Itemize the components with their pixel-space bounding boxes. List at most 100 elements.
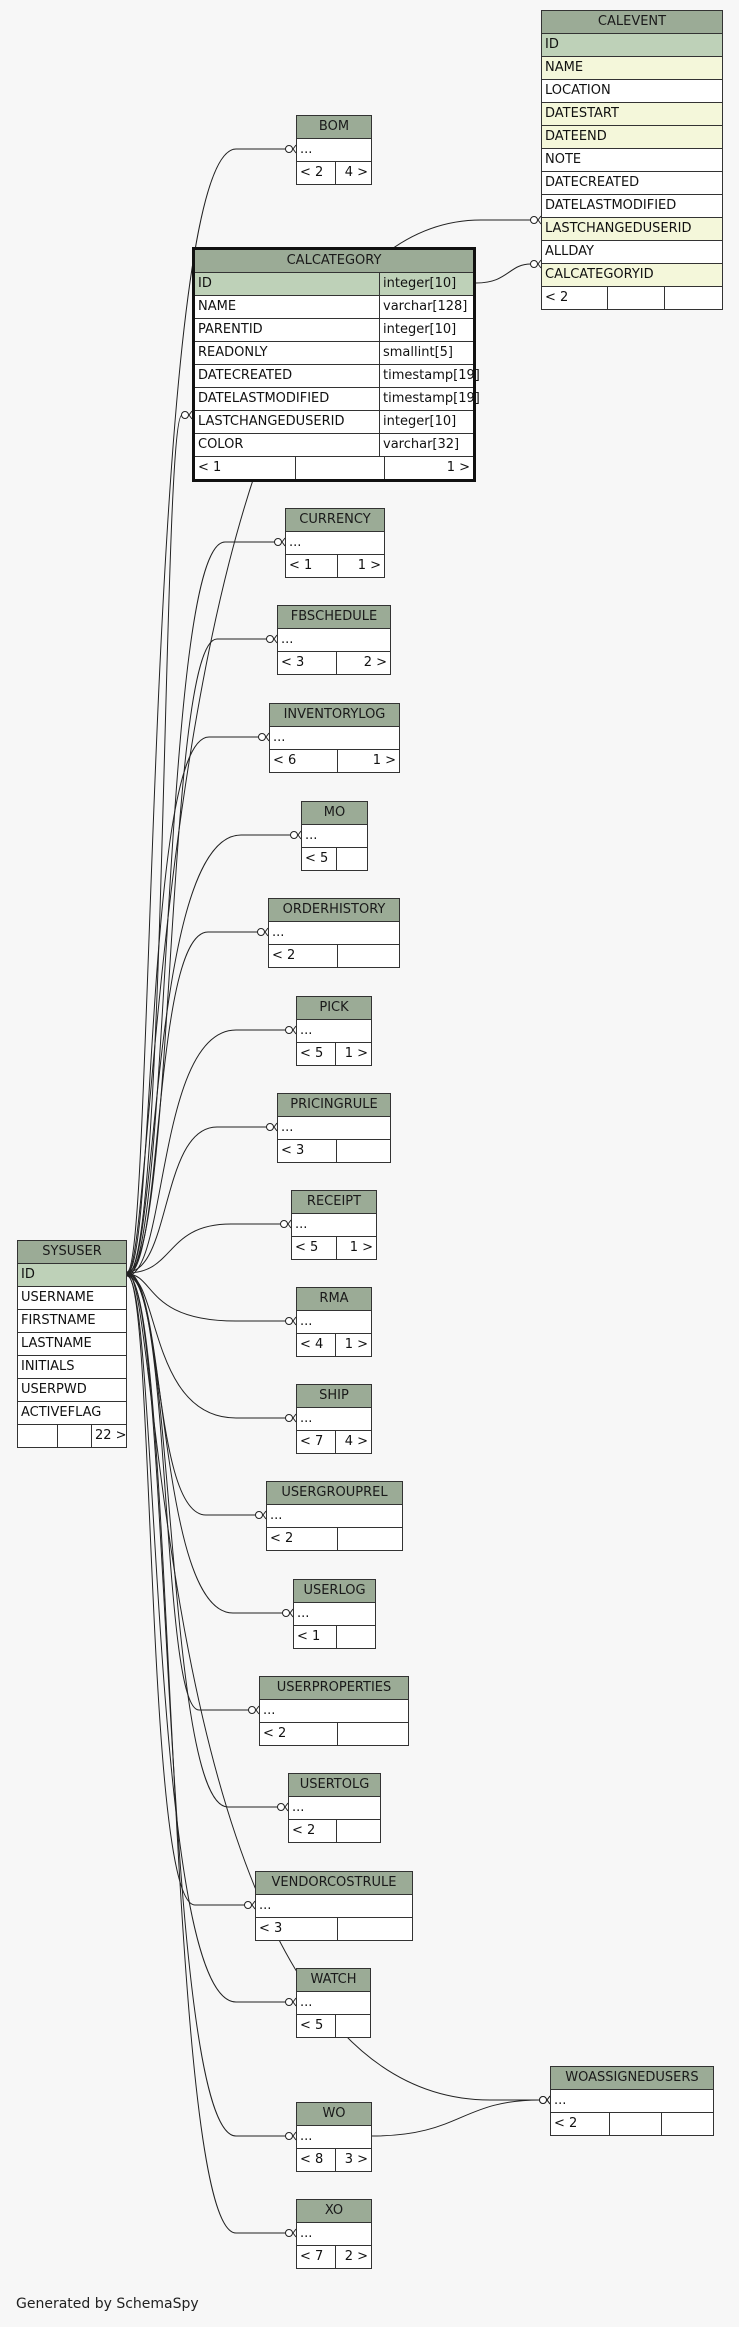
table-header[interactable]: CURRENCY [286,509,384,532]
table-column-row[interactable]: CALCATEGORYID [542,264,722,287]
table-column-row[interactable]: ... [297,1311,371,1334]
table-userproperties[interactable]: USERPROPERTIES...< 2 [259,1676,409,1746]
table-header[interactable]: USERGROUPREL [267,1482,402,1505]
table-column-row[interactable]: NOTE [542,149,722,172]
table-column-row[interactable]: ... [260,1700,408,1723]
table-watch[interactable]: WATCH... < 5 [296,1968,371,2038]
table-column-row[interactable]: ... [297,1408,371,1431]
table-footer: < 5 [302,848,367,870]
table-usertolg[interactable]: USERTOLG...< 2 [288,1773,381,1843]
footer-cell: < 5 [300,2018,324,2033]
table-header[interactable]: WATCH [297,1969,370,1992]
footer-cell [609,2113,661,2135]
table-column-row[interactable]: ... [278,1117,390,1140]
table-column-row[interactable]: FIRSTNAME [18,1310,126,1333]
table-header[interactable]: MO [302,802,367,825]
table-column-row[interactable]: ... [297,2126,371,2149]
table-column-row[interactable]: ... [267,1505,402,1528]
table-header[interactable]: FBSCHEDULE [278,606,390,629]
table-userlog[interactable]: USERLOG...< 1 [293,1579,376,1649]
table-column-row[interactable]: USERPWD [18,1379,126,1402]
table-column-row[interactable]: ... [256,1895,412,1918]
table-column-row[interactable]: ACTIVEFLAG [18,1402,126,1425]
table-column-row[interactable]: ... [269,922,399,945]
table-column-row[interactable]: ... [286,532,384,555]
table-column-row[interactable]: ID [18,1264,126,1287]
table-header[interactable]: SHIP [297,1385,371,1408]
table-column-row[interactable]: ... [302,825,367,848]
table-header[interactable]: RMA [297,1288,371,1311]
table-column-row[interactable]: ... [270,727,399,750]
table-column-row[interactable]: ... [297,139,371,162]
table-column-row[interactable]: ... [278,629,390,652]
table-column-row[interactable]: NAME [542,57,722,80]
footer-cell: < 6 [273,753,297,768]
table-column-row[interactable]: ... [297,2223,371,2246]
table-header[interactable]: PRICINGRULE [278,1094,390,1117]
table-column-row[interactable]: ... [289,1797,380,1820]
table-orderhistory[interactable]: ORDERHISTORY...< 2 [268,898,400,968]
table-column-row[interactable]: ... [551,2090,713,2113]
table-header[interactable]: WO [297,2103,371,2126]
table-header[interactable]: RECEIPT [292,1191,376,1214]
table-header[interactable]: ORDERHISTORY [269,899,399,922]
table-header[interactable]: SYSUSER [18,1241,126,1264]
table-header[interactable]: USERTOLG [289,1774,380,1797]
table-column-row[interactable]: DATESTART [542,103,722,126]
table-column-row[interactable]: DATELASTMODIFIED [542,195,722,218]
table-mo[interactable]: MO...< 5 [301,801,368,871]
table-column-row[interactable]: ... [292,1214,376,1237]
table-column-row[interactable]: LASTNAME [18,1333,126,1356]
table-header[interactable]: XO [297,2200,371,2223]
table-vendorcostrule[interactable]: VENDORCOSTRULE...< 3 [255,1871,413,1941]
table-column-row[interactable]: INITIALS [18,1356,126,1379]
table-header[interactable]: PICK [297,997,371,1020]
table-header[interactable]: WOASSIGNEDUSERS [551,2067,713,2090]
table-column-row[interactable]: DATEEND [542,126,722,149]
table-column-row[interactable]: DATECREATED [542,172,722,195]
zero-many-marker [285,1026,293,1034]
table-header[interactable]: USERPROPERTIES [260,1677,408,1700]
table-header[interactable]: CALEVENT [542,11,722,34]
table-header[interactable]: USERLOG [294,1580,375,1603]
table-header[interactable]: VENDORCOSTRULE [256,1872,412,1895]
table-usergrouprel[interactable]: USERGROUPREL...< 2 [266,1481,403,1551]
table-column-row[interactable]: ID [542,34,722,57]
table-column-row[interactable]: USERNAME [18,1287,126,1310]
crow-foot-marker [292,1316,297,1326]
table-column-row[interactable]: ALLDAY [542,241,722,264]
table-header[interactable]: BOM [297,116,371,139]
table-column-row[interactable]: LOCATION [542,80,722,103]
table-header[interactable]: INVENTORYLOG [270,704,399,727]
table-column-row[interactable]: ... [294,1603,375,1626]
table-pricingrule[interactable]: PRICINGRULE...< 3 [277,1093,391,1163]
column-name: ID [545,37,559,52]
table-column-row[interactable]: ... [297,1992,370,2015]
table-header[interactable]: CALCATEGORY [195,250,473,273]
table-woassignedusers[interactable]: WOASSIGNEDUSERS...< 2 [550,2066,714,2136]
table-column-row[interactable]: ... [297,1020,371,1043]
table-column-row[interactable]: LASTCHANGEDUSERID [542,218,722,241]
